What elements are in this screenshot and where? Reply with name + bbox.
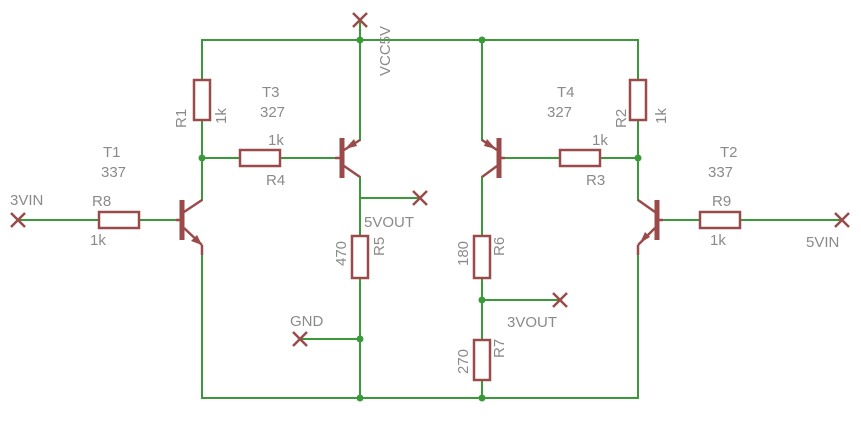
net-label-5vin: 5VIN [806,234,839,251]
net-label-vcc: VCC5V [377,26,394,76]
resistor-r2[interactable] [628,78,648,122]
net-label-5vout: 5VOUT [364,214,414,231]
junction-dot [356,36,364,44]
pin-3vin-cross-icon[interactable] [10,212,26,228]
r1-name: R1 [173,109,190,128]
transistor-t4[interactable] [481,138,505,179]
resistor-r9[interactable] [698,210,742,230]
r9-value: 1k [710,232,726,249]
r4-value: 1k [268,132,284,149]
junction-dot [478,394,486,402]
t3-name: T3 [262,84,280,101]
r7-value: 270 [455,349,472,374]
resistor-r3[interactable] [558,148,602,168]
r5-value: 470 [333,241,350,266]
r7-name: R7 [491,339,508,358]
r6-value: 180 [455,241,472,266]
pin-markers [10,12,850,347]
resistor-r4[interactable] [238,148,282,168]
r8-name: R8 [92,193,111,210]
emitter-arrow-icon [640,232,650,243]
resistor-r6[interactable] [472,234,492,280]
pin-gnd-cross-icon[interactable] [292,331,308,347]
net-label-3vout: 3VOUT [507,314,557,331]
resistor-r8[interactable] [97,210,141,230]
r9-name: R9 [712,193,731,210]
resistor-r1[interactable] [192,78,212,122]
junction-dot [478,36,486,44]
pin-5vin-cross-icon[interactable] [834,212,850,228]
net-label-gnd: GND [290,313,324,330]
junction-dot [478,296,486,304]
t2-name: T2 [720,144,738,161]
junction-dot [634,154,642,162]
r2-value: 1k [653,108,670,124]
r5-name: R5 [371,237,388,256]
emitter-arrow-icon [345,139,357,149]
t1-value: 337 [101,164,126,181]
t4-value: 327 [547,104,572,121]
resistor-r7[interactable] [472,338,492,382]
junction-dot [356,394,364,402]
r3-name: R3 [586,172,605,189]
r3-value: 1k [592,132,608,149]
r8-value: 1k [90,232,106,249]
r2-name: R2 [613,109,630,128]
junction-dot [198,154,206,162]
pin-5vout-cross-icon[interactable] [412,190,428,206]
junctions [198,36,642,402]
transistor-t1[interactable] [176,198,204,255]
pin-3vout-cross-icon[interactable] [552,292,568,308]
r6-name: R6 [491,237,508,256]
t3-value: 327 [260,104,285,121]
emitter-arrow-icon [484,139,496,149]
r1-value: 1k [213,108,230,124]
t4-name: T4 [557,84,575,101]
transistor-t3[interactable] [335,138,361,179]
labels: 3VIN 5VIN 5VOUT 3VOUT GND VCC5V T1 337 T… [10,26,839,374]
transistor-t2[interactable] [636,198,663,255]
pin-vcc-cross-icon[interactable] [352,12,368,28]
resistors [97,78,742,382]
r4-name: R4 [266,172,285,189]
emitter-arrow-icon [191,235,202,245]
net-label-3vin: 3VIN [10,192,43,209]
junction-dot [356,335,364,343]
t2-value: 337 [708,164,733,181]
resistor-r5[interactable] [350,234,370,280]
t1-name: T1 [103,144,121,161]
